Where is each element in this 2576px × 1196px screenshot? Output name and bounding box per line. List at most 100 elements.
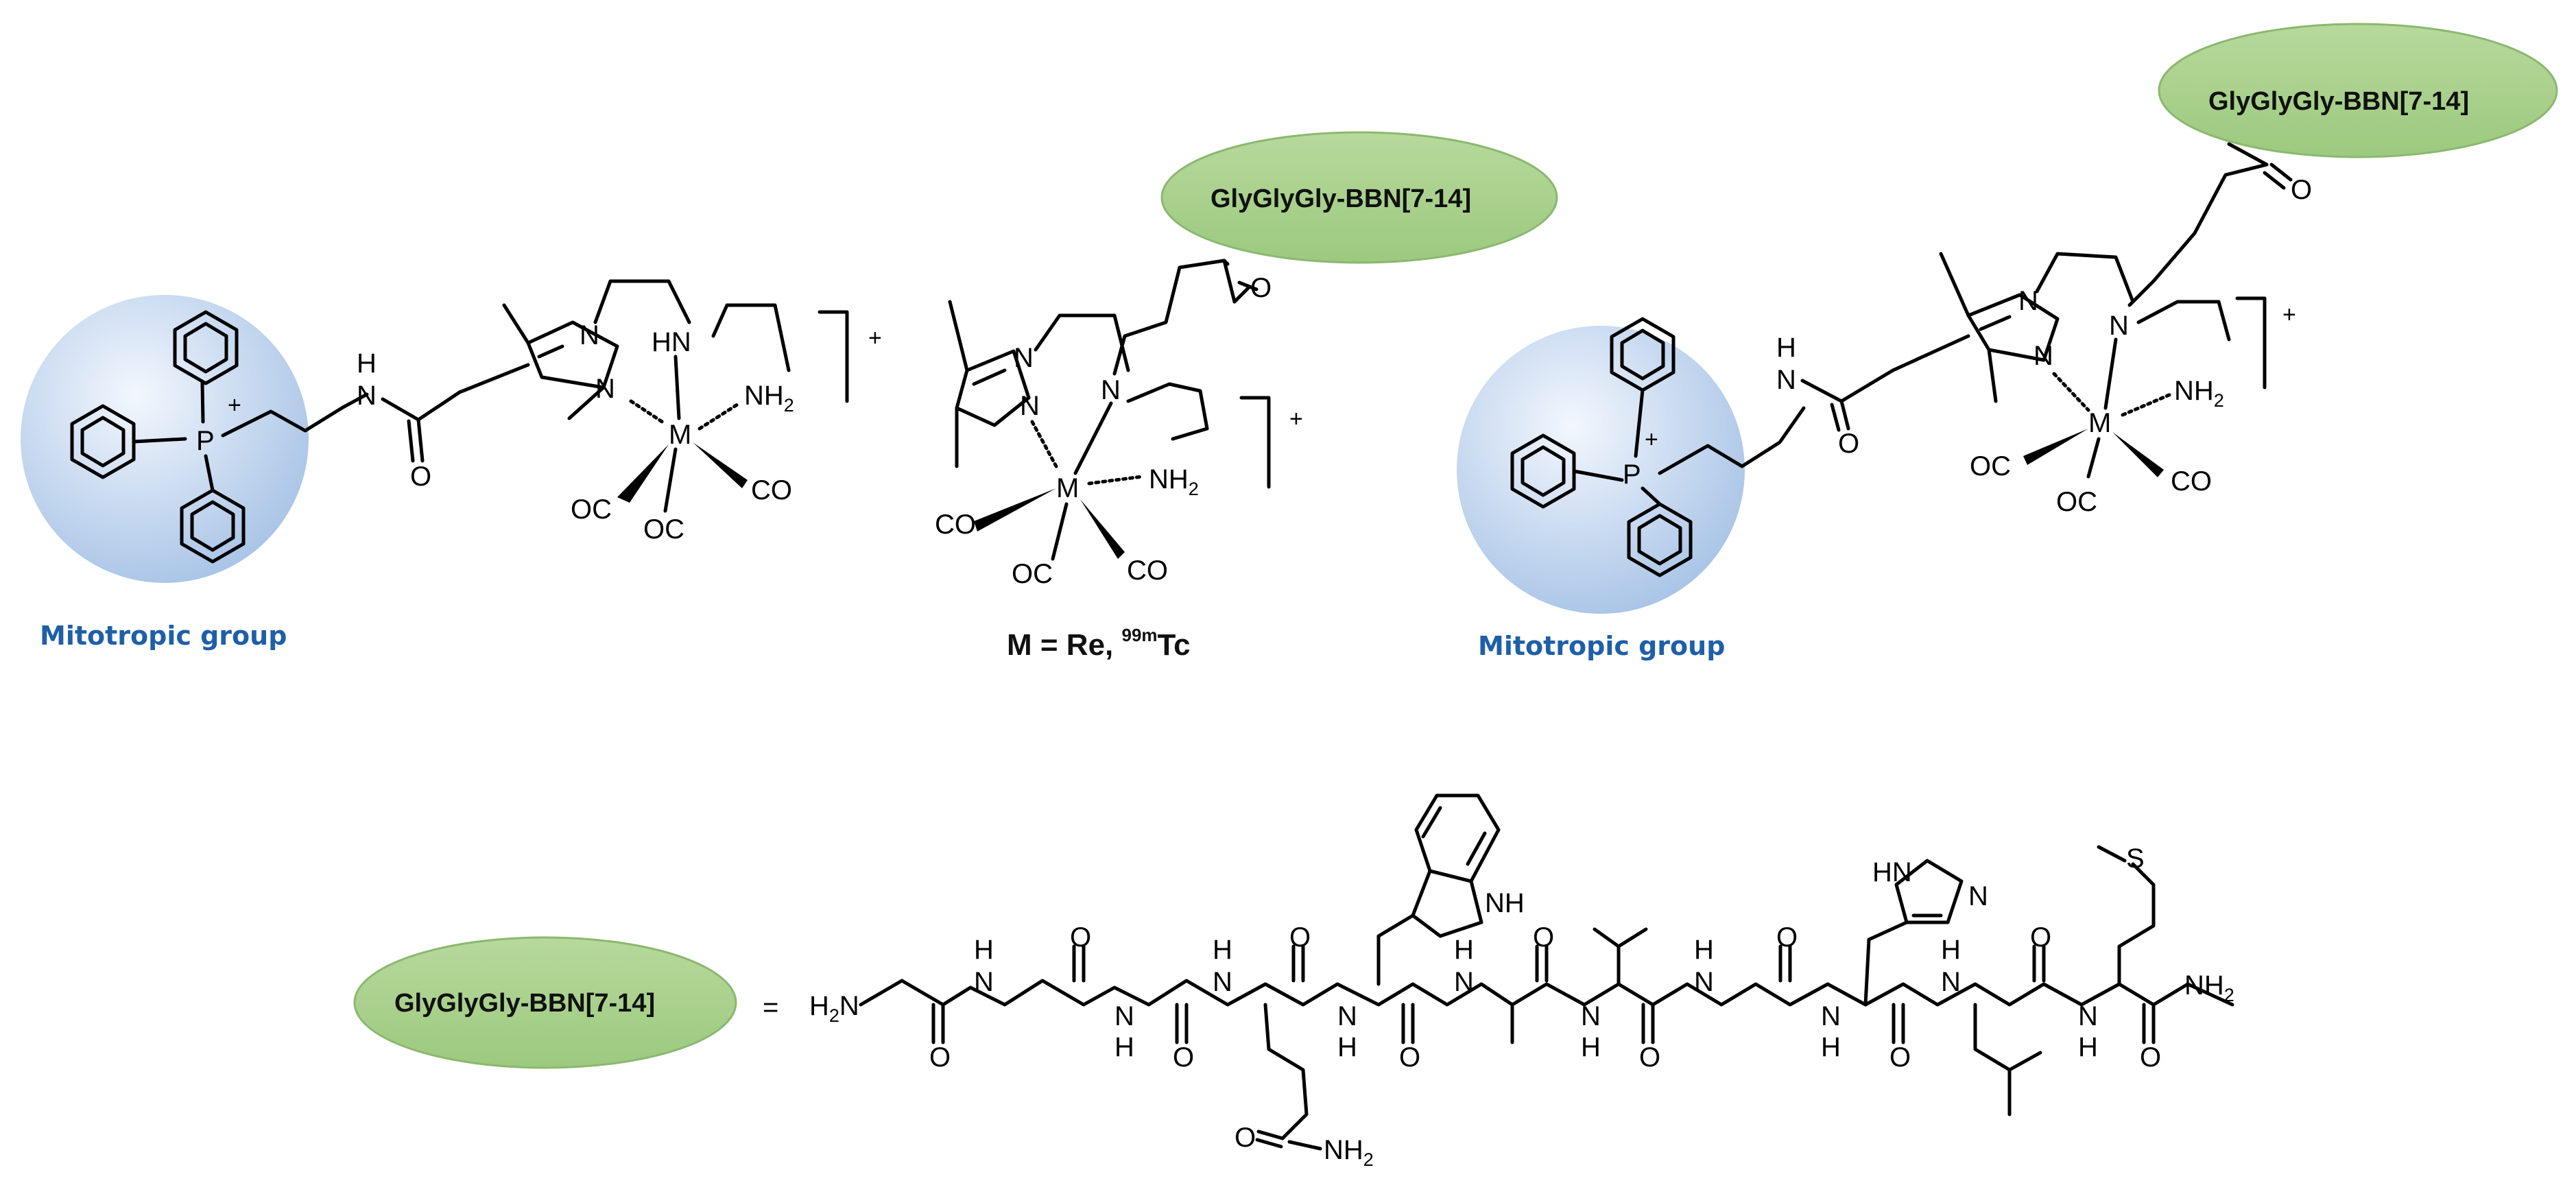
nh-gly3-h: H	[1114, 1032, 1134, 1062]
pyrazole-n2-3: N	[2034, 341, 2053, 371]
wedge-co-left-3	[2023, 429, 2088, 465]
peptide-ellipse-3	[2158, 23, 2558, 158]
co-val: O	[1639, 1042, 1660, 1073]
pyrazole-n1-3: N	[2018, 286, 2038, 316]
nh-gln-n: N	[1213, 967, 1232, 997]
phenyl-ring-3-bottom	[1627, 502, 1693, 577]
wedge-co-right-2	[1080, 499, 1125, 559]
co-trp: O	[1399, 1042, 1420, 1073]
phenyl-ring-1-left	[70, 404, 136, 479]
peptide-ellipse-legend	[353, 936, 737, 1069]
n-terminus-amine: H2N	[809, 991, 859, 1026]
phenyl-ring-3-left	[1510, 433, 1576, 509]
amide-nh-3-h: H	[1776, 333, 1796, 363]
peptide-label-2: GlyGlyGly-BBN[7-14]	[1211, 184, 1471, 213]
nh-met-h: H	[2078, 1032, 2098, 1062]
nh-leu-n: N	[1941, 967, 1961, 997]
c-terminus-nh2: NH2	[2184, 970, 2234, 1005]
amine-nh2-2: NH2	[1149, 464, 1199, 499]
co-gly2: O	[1070, 922, 1091, 953]
co-ligand-3c: CO	[2171, 466, 2212, 497]
peptide-definition: GlyGlyGly-BBN[7-14] = H2N H N O O N H O …	[353, 793, 2234, 1170]
indole-nh: NH	[1485, 888, 1525, 918]
nh-ala-n: N	[1454, 967, 1474, 997]
pyrazole-n1-2: N	[1014, 343, 1034, 373]
mitotropic-group-label-1: Mitotropic group	[40, 621, 287, 651]
metal-atom-1: M	[669, 420, 691, 450]
gln-side-nh2: NH2	[1324, 1135, 1374, 1170]
pyrazole-n2-2: N	[1020, 391, 1040, 421]
metal-caption: M = Re, 99mTc	[1007, 625, 1191, 662]
co-ligand-1c: CO	[751, 475, 792, 505]
co-gln: O	[1289, 922, 1311, 953]
metal-atom-2: M	[1056, 473, 1079, 503]
carbonyl-o-3: O	[1838, 429, 1859, 459]
wedge-co-left-1	[617, 444, 669, 503]
mitotropic-sphere-3	[1457, 326, 1745, 614]
nh-gln-h: H	[1213, 935, 1232, 965]
peptide-label-legend: GlyGlyGly-BBN[7-14]	[394, 989, 655, 1018]
carbonyl-o-1: O	[410, 462, 431, 492]
phenyl-ring-1-bottom	[180, 488, 246, 564]
co-ligand-1a: OC	[571, 494, 612, 525]
complex-charge-2: +	[1289, 406, 1303, 432]
carbonyl-o-2: O	[1250, 273, 1272, 303]
co-ala: O	[1533, 922, 1554, 953]
co-ligand-3b: OC	[2056, 487, 2097, 517]
nh-met-n: N	[2078, 1001, 2098, 1031]
nh-gly-n: N	[1694, 967, 1714, 997]
imidazole-n: N	[1968, 881, 1988, 911]
gln-side-o: O	[1235, 1123, 1256, 1153]
metal-atom-3: M	[2088, 408, 2111, 438]
co-his: O	[1889, 1042, 1911, 1073]
wedge-co-right-3	[2112, 432, 2164, 477]
nh-gly3-n: N	[1114, 1001, 1134, 1031]
phosphonium-charge-3: +	[1645, 427, 1658, 453]
phosphonium-charge-1: +	[228, 392, 241, 418]
equals-sign: =	[763, 992, 778, 1022]
co-met: O	[2140, 1042, 2161, 1073]
amide-nh-1-h: H	[357, 348, 377, 379]
met-sulfur: S	[2126, 844, 2145, 874]
imidazole-ring	[1894, 859, 1964, 924]
pyrazole-n1-1: N	[580, 320, 599, 350]
mitotropic-group-label-3: Mitotropic group	[1478, 631, 1725, 661]
co-ligand-2c: CO	[1127, 555, 1168, 586]
phosphorus-atom-3: P	[1623, 459, 1641, 490]
compound-2: GlyGlyGly-BBN[7-14] N N N O NH2 M CO OC …	[935, 131, 1558, 662]
co-ligand-1b: OC	[643, 514, 684, 545]
amine-nh2-1: NH2	[744, 381, 794, 416]
nh-leu-h: H	[1941, 935, 1961, 965]
amide-nh-3-n: N	[1776, 365, 1796, 395]
phenyl-ring-1-top	[173, 310, 239, 385]
nh-val-n: N	[1581, 1001, 1601, 1031]
peptide-ellipse-2	[1160, 131, 1558, 264]
carbonyl-o-3b: O	[2291, 175, 2312, 205]
pyrazole-n2-1: N	[595, 374, 615, 404]
nh-trp-h: H	[1337, 1032, 1357, 1062]
amine-nh2-3: NH2	[2174, 376, 2224, 411]
indole-ring	[1411, 793, 1501, 938]
imidazole-hn: HN	[1872, 857, 1912, 887]
co-gly: O	[1776, 922, 1798, 953]
amide-nh-1-n: N	[357, 381, 377, 411]
nh-his-h: H	[1821, 1032, 1841, 1062]
co-ligand-2a: CO	[935, 510, 976, 540]
peptide-label-3: GlyGlyGly-BBN[7-14]	[2208, 87, 2469, 116]
complex-charge-3: +	[2282, 302, 2296, 328]
complex-charge-1: +	[868, 325, 882, 351]
nh-gly-h: H	[1694, 935, 1714, 965]
co-gly1: O	[929, 1042, 951, 1073]
tertiary-n-2: N	[1101, 375, 1121, 405]
nh-gly2-h: H	[974, 935, 994, 965]
nh-trp-n: N	[1337, 1001, 1357, 1031]
co-gly3: O	[1173, 1042, 1194, 1073]
nh-gly2-n: N	[974, 967, 994, 997]
co-ligand-2b: OC	[1012, 559, 1053, 589]
co-leu: O	[2030, 922, 2051, 953]
nh-val-h: H	[1581, 1032, 1601, 1062]
co-ligand-3a: OC	[1970, 451, 2011, 481]
tertiary-n-3: N	[2109, 311, 2129, 341]
wedge-co-right-1	[693, 442, 748, 488]
